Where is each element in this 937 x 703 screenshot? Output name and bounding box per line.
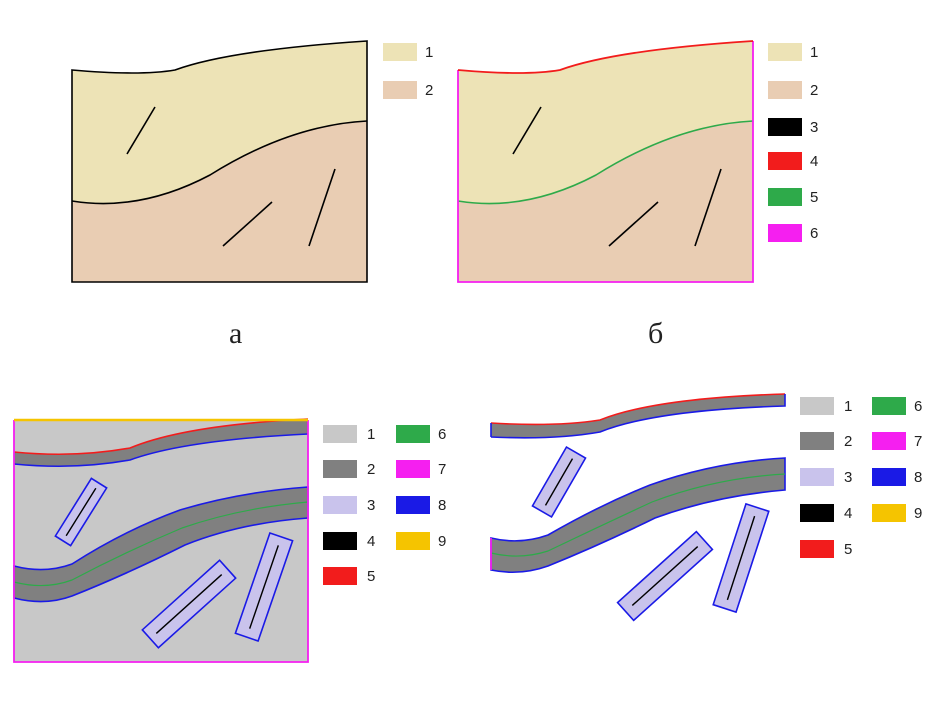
- legend-b-swatch-6: [768, 224, 802, 242]
- legend-c-swatch-7: [396, 460, 430, 478]
- legend-c-swatch-1: [323, 425, 357, 443]
- panel-b: [457, 40, 754, 283]
- panel-b-red-top: [457, 40, 754, 74]
- legend-c-swatch-6: [396, 425, 430, 443]
- legend-b-swatch-2: [768, 81, 802, 99]
- panel-c-fault-line-2: [155, 574, 223, 634]
- caption-b: б: [648, 317, 663, 350]
- panel-d-upper-band-red-top: [490, 393, 786, 426]
- legend-d-label-9: 9: [914, 505, 922, 522]
- panel-d: [490, 393, 786, 622]
- legend-b-label-2: 2: [810, 82, 818, 99]
- legend-a-swatch-1: [383, 43, 417, 61]
- panel-c-upper-band-red-top: [13, 418, 309, 456]
- caption-a: а: [229, 317, 242, 350]
- legend-b-swatch-4: [768, 152, 802, 170]
- legend-b-label-3: 3: [810, 119, 818, 136]
- legend-a: 1 2: [383, 43, 433, 99]
- legend-a-swatch-2: [383, 81, 417, 99]
- legend-d-label-1: 1: [844, 398, 852, 415]
- legend-c-label-2: 2: [367, 461, 375, 478]
- panel-b-layer-2: [458, 121, 753, 282]
- panel-c-lower-band-green-axis: [13, 501, 309, 587]
- legend-d-swatch-3: [800, 468, 834, 486]
- panel-c-upper-band-blue-bottom: [13, 433, 309, 468]
- panel-a-layer-2: [72, 121, 367, 282]
- legend-c-swatch-4: [323, 532, 357, 550]
- panel-b-magenta-frame: [457, 41, 754, 283]
- panel-d-fault-line-2: [631, 546, 699, 606]
- legend-c-label-8: 8: [438, 497, 446, 514]
- legend-d-label-4: 4: [844, 505, 852, 522]
- legend-c-label-1: 1: [367, 426, 375, 443]
- panel-a-fault-3: [308, 168, 336, 247]
- panel-d-upper-band-blue-bottom: [490, 394, 786, 439]
- legend-d: 1 2 3 4 5 6 7 8 9: [800, 397, 922, 558]
- legend-d-label-6: 6: [914, 398, 922, 415]
- legend-b-label-6: 6: [810, 225, 818, 242]
- panel-c-upper-band: [14, 419, 308, 467]
- panel-d-fault-line-3: [726, 515, 756, 601]
- legend-c-swatch-5: [323, 567, 357, 585]
- legend-d-swatch-2: [800, 432, 834, 450]
- legend-b-swatch-1: [768, 43, 802, 61]
- legend-c-swatch-8: [396, 496, 430, 514]
- legend-c-label-9: 9: [438, 533, 446, 550]
- legend-c-swatch-9: [396, 532, 430, 550]
- panel-d-fault-line-1: [544, 458, 574, 506]
- panel-b-fault-2: [608, 201, 659, 247]
- legend-b-label-4: 4: [810, 153, 818, 170]
- legend-c: 1 2 3 4 5 6 7 8 9: [323, 425, 446, 585]
- legend-c-swatch-2: [323, 460, 357, 478]
- panel-b-fault-3: [694, 168, 722, 247]
- panel-c-fault-line-1: [65, 487, 97, 537]
- legend-d-label-7: 7: [914, 433, 922, 450]
- panel-a: [71, 40, 368, 283]
- legend-d-label-8: 8: [914, 469, 922, 486]
- legend-c-label-7: 7: [438, 461, 446, 478]
- legend-c-label-5: 5: [367, 568, 375, 585]
- legend-c-label-4: 4: [367, 533, 375, 550]
- legend-d-label-5: 5: [844, 541, 852, 558]
- legend-c-label-3: 3: [367, 497, 375, 514]
- panel-b-layer-1: [458, 41, 753, 204]
- panel-c-fault-line-3: [249, 545, 279, 629]
- legend-b-label-1: 1: [810, 44, 818, 61]
- legend-d-swatch-7: [872, 432, 906, 450]
- legend-b-swatch-3: [768, 118, 802, 136]
- panel-a-fault-2: [222, 201, 273, 247]
- panel-a-boundary: [71, 120, 368, 205]
- panel-d-lower-band-green-axis: [490, 473, 786, 557]
- legend-c-swatch-3: [323, 496, 357, 514]
- panel-a-outline: [71, 40, 368, 283]
- panel-c: [13, 418, 309, 663]
- legend-d-label-3: 3: [844, 469, 852, 486]
- panel-b-green-boundary: [457, 120, 754, 205]
- legend-d-swatch-4: [800, 504, 834, 522]
- legend-c-label-6: 6: [438, 426, 446, 443]
- legend-d-swatch-1: [800, 397, 834, 415]
- legend-a-label-2: 2: [425, 82, 433, 99]
- legend-d-swatch-5: [800, 540, 834, 558]
- legend-d-swatch-6: [872, 397, 906, 415]
- legend-d-label-2: 2: [844, 433, 852, 450]
- legend-b-label-5: 5: [810, 189, 818, 206]
- legend-b-swatch-5: [768, 188, 802, 206]
- legend-b: 1 2 3 4 5 6: [768, 43, 818, 242]
- panel-c-magenta-frame: [13, 420, 309, 663]
- panel-a-layer-1: [72, 41, 367, 204]
- panel-b-fault-1: [512, 106, 542, 155]
- legend-a-label-1: 1: [425, 44, 433, 61]
- panel-d-upper-band: [491, 394, 785, 438]
- panel-a-fault-1: [126, 106, 156, 155]
- legend-d-swatch-8: [872, 468, 906, 486]
- legend-d-swatch-9: [872, 504, 906, 522]
